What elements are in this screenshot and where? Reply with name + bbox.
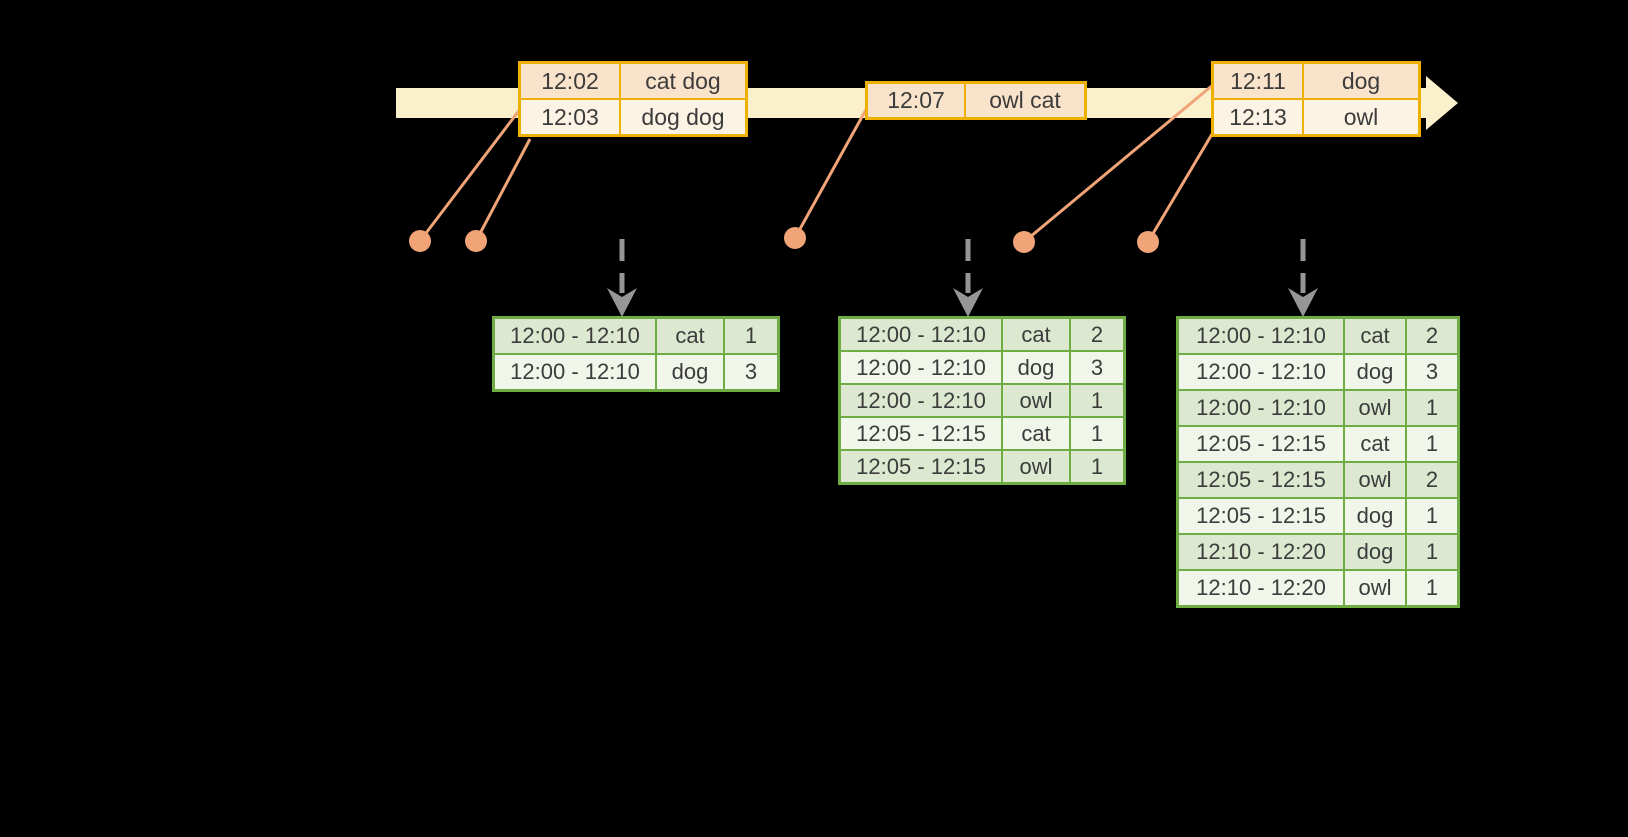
event-connector-line: [1146, 123, 1220, 243]
word-cell: dog: [1343, 533, 1407, 571]
event-time-cell: 12:02: [518, 61, 621, 100]
count-cell: 3: [1405, 353, 1460, 391]
window-cell: 12:00 - 12:10: [1176, 389, 1345, 427]
word-cell: dog: [1343, 353, 1407, 391]
event-words-cell: owl cat: [964, 81, 1087, 120]
word-cell: dog: [1001, 350, 1071, 385]
event-words-cell: dog: [1302, 61, 1421, 100]
event-dot: [409, 230, 431, 252]
event-dot: [784, 227, 806, 249]
count-cell: 1: [723, 316, 780, 355]
event-connector-line: [1023, 82, 1215, 244]
event-words-cell: cat dog: [619, 61, 748, 100]
result-table: 12:00 - 12:10 cat 1 12:00 - 12:10 dog 3: [492, 316, 780, 392]
table-row: 12:00 - 12:10 cat 2: [1176, 316, 1460, 355]
window-cell: 12:00 - 12:10: [492, 353, 657, 392]
trigger-arrowhead-icon: [953, 288, 983, 317]
window-cell: 12:05 - 12:15: [1176, 497, 1345, 535]
event-dot: [1137, 231, 1159, 253]
event-row: 12:02 cat dog: [518, 61, 748, 100]
word-cell: dog: [655, 353, 725, 392]
count-cell: 2: [1405, 461, 1460, 499]
count-cell: 3: [723, 353, 780, 392]
count-cell: 2: [1069, 316, 1126, 352]
event-connector-line: [793, 105, 870, 239]
table-row: 12:05 - 12:15 owl 1: [838, 449, 1126, 485]
table-row: 12:00 - 12:10 dog 3: [1176, 353, 1460, 391]
count-cell: 3: [1069, 350, 1126, 385]
trigger-arrowhead-icon: [1288, 288, 1318, 317]
window-cell: 12:00 - 12:10: [492, 316, 657, 355]
table-row: 12:00 - 12:10 dog 3: [838, 350, 1126, 385]
event-time-cell: 12:13: [1211, 98, 1304, 137]
result-table: 12:00 - 12:10 cat 2 12:00 - 12:10 dog 3 …: [838, 316, 1126, 485]
window-cell: 12:00 - 12:10: [1176, 316, 1345, 355]
word-cell: owl: [1343, 389, 1407, 427]
word-cell: owl: [1001, 383, 1071, 418]
word-cell: cat: [1343, 316, 1407, 355]
table-row: 12:00 - 12:10 cat 1: [492, 316, 780, 355]
word-cell: cat: [1001, 416, 1071, 451]
timeline-arrowhead-icon: [1426, 76, 1458, 130]
event-words-cell: dog dog: [619, 98, 748, 137]
count-cell: 2: [1405, 316, 1460, 355]
count-cell: 1: [1405, 425, 1460, 463]
event-row: 12:03 dog dog: [518, 98, 748, 137]
event-connector-line: [474, 138, 532, 242]
table-row: 12:10 - 12:20 owl 1: [1176, 569, 1460, 608]
count-cell: 1: [1405, 389, 1460, 427]
word-cell: owl: [1343, 461, 1407, 499]
event-row: 12:11 dog: [1211, 61, 1421, 100]
table-row: 12:05 - 12:15 cat 1: [1176, 425, 1460, 463]
window-cell: 12:10 - 12:20: [1176, 569, 1345, 608]
window-cell: 12:05 - 12:15: [838, 416, 1003, 451]
count-cell: 1: [1069, 449, 1126, 485]
window-cell: 12:00 - 12:10: [838, 383, 1003, 418]
word-cell: cat: [1343, 425, 1407, 463]
table-row: 12:05 - 12:15 dog 1: [1176, 497, 1460, 535]
table-row: 12:05 - 12:15 owl 2: [1176, 461, 1460, 499]
window-cell: 12:05 - 12:15: [838, 449, 1003, 485]
word-cell: dog: [1343, 497, 1407, 535]
table-row: 12:00 - 12:10 cat 2: [838, 316, 1126, 352]
event-connector-line: [418, 103, 526, 242]
event-time-cell: 12:07: [865, 81, 966, 120]
count-cell: 1: [1405, 533, 1460, 571]
event-row: 12:13 owl: [1211, 98, 1421, 137]
table-row: 12:00 - 12:10 owl 1: [1176, 389, 1460, 427]
event-dot: [465, 230, 487, 252]
count-cell: 1: [1405, 497, 1460, 535]
table-row: 12:05 - 12:15 cat 1: [838, 416, 1126, 451]
result-table: 12:00 - 12:10 cat 2 12:00 - 12:10 dog 3 …: [1176, 316, 1460, 608]
table-row: 12:00 - 12:10 dog 3: [492, 353, 780, 392]
count-cell: 1: [1069, 383, 1126, 418]
table-row: 12:10 - 12:20 dog 1: [1176, 533, 1460, 571]
trigger-arrowhead-icon: [607, 288, 637, 317]
count-cell: 1: [1405, 569, 1460, 608]
window-cell: 12:00 - 12:10: [838, 350, 1003, 385]
window-cell: 12:05 - 12:15: [1176, 461, 1345, 499]
window-cell: 12:10 - 12:20: [1176, 533, 1345, 571]
event-row: 12:07 owl cat: [865, 81, 1087, 120]
count-cell: 1: [1069, 416, 1126, 451]
event-words-cell: owl: [1302, 98, 1421, 137]
window-cell: 12:05 - 12:15: [1176, 425, 1345, 463]
event-dot: [1013, 231, 1035, 253]
table-row: 12:00 - 12:10 owl 1: [838, 383, 1126, 418]
event-time-cell: 12:11: [1211, 61, 1304, 100]
window-cell: 12:00 - 12:10: [1176, 353, 1345, 391]
word-cell: owl: [1001, 449, 1071, 485]
event-box: 12:07 owl cat: [865, 81, 1087, 120]
word-cell: cat: [655, 316, 725, 355]
event-box: 12:11 dog 12:13 owl: [1211, 61, 1421, 137]
window-cell: 12:00 - 12:10: [838, 316, 1003, 352]
word-cell: cat: [1001, 316, 1071, 352]
event-time-cell: 12:03: [518, 98, 621, 137]
event-box: 12:02 cat dog 12:03 dog dog: [518, 61, 748, 137]
word-cell: owl: [1343, 569, 1407, 608]
